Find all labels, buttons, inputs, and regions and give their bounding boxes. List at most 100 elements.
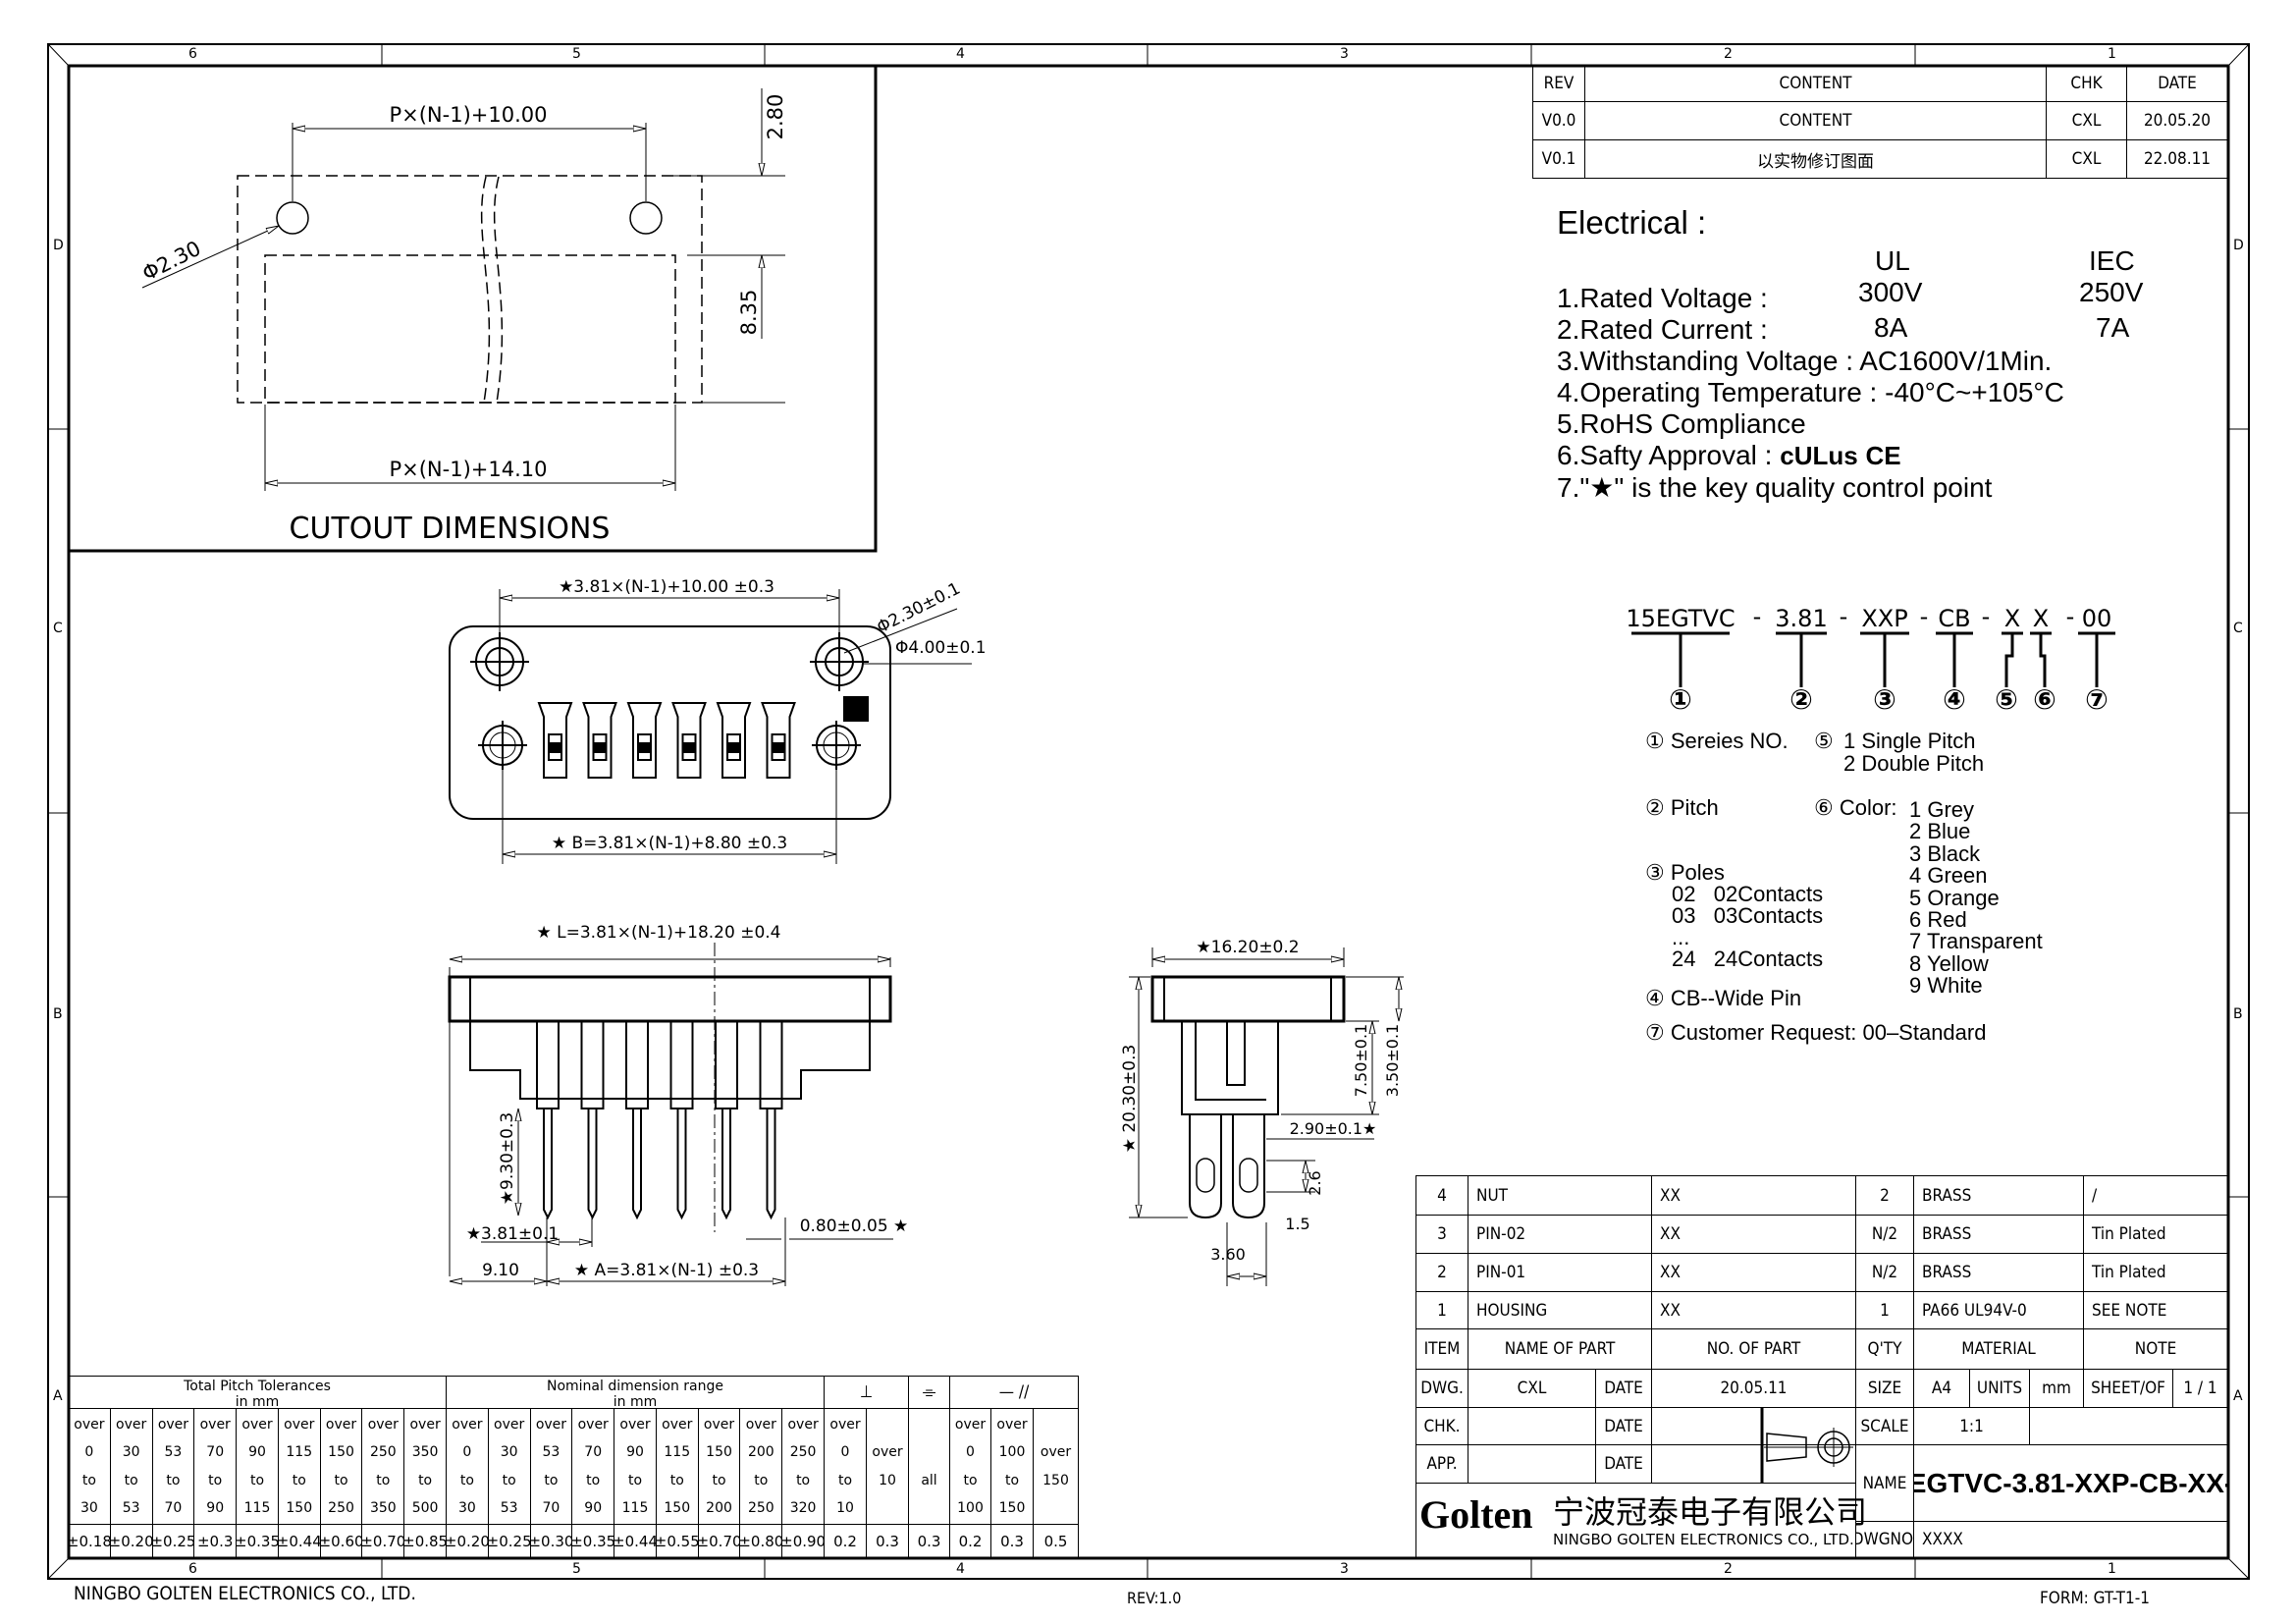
footer-rev: REV:1.0 xyxy=(1127,1589,1182,1607)
front-dim-hole-large: Φ4.00±0.1 xyxy=(895,638,987,658)
projection-symbol-icon xyxy=(1760,1408,1853,1484)
range-text: 350 xyxy=(369,1499,397,1516)
range-text: over xyxy=(996,1417,1028,1434)
legend-color-item: 7 Transparent xyxy=(1909,929,2043,954)
zone-label: B xyxy=(53,1006,63,1022)
range-text: 0 xyxy=(840,1444,850,1461)
revision-header: CONTENT xyxy=(1584,65,2047,102)
range-text: to xyxy=(166,1472,181,1488)
range-text: over xyxy=(494,1417,525,1434)
range-text: 100 xyxy=(957,1499,984,1516)
part-code-segment: CB xyxy=(1938,605,1970,632)
straightness-parallelism-symbol-icon: — // xyxy=(949,1376,1079,1409)
range-text: over xyxy=(1040,1444,1072,1461)
range-text: to xyxy=(712,1472,726,1488)
pin-dim-a: ★ A=3.81×(N-1) ±0.3 xyxy=(574,1261,759,1280)
revision-cell: CXL xyxy=(2046,101,2127,140)
zone-label: 3 xyxy=(1340,46,1349,62)
company-logo: Golten 宁波冠泰电子有限公司 NINGBO GOLTEN ELECTRON… xyxy=(1419,1488,1867,1556)
culus-mark-icon: cULus xyxy=(1780,441,1858,470)
tolerance-value: ±0.70 xyxy=(697,1524,741,1558)
legend-series: ① Sereies NO. xyxy=(1645,729,1789,753)
legend-pitch: ② Pitch xyxy=(1645,795,1719,820)
footer-form: FORM: GT-T1-1 xyxy=(2040,1589,2150,1608)
legend-poles-item: 02 02Contacts xyxy=(1672,882,1824,906)
range-text: 53 xyxy=(542,1444,561,1461)
cutout-dim-top: P×(N-1)+10.00 xyxy=(389,103,547,127)
bom-cell: 3 xyxy=(1415,1215,1468,1254)
range-text: over xyxy=(284,1417,315,1434)
range-text: 30 xyxy=(500,1444,518,1461)
part-code-segment: 15EGTVC xyxy=(1626,605,1735,632)
range-text: 0 xyxy=(966,1444,975,1461)
legend-color-item: 9 White xyxy=(1909,973,1983,999)
range-text: 53 xyxy=(164,1444,183,1461)
range-text: all xyxy=(921,1472,937,1488)
pin-dim-pin-width: 0.80±0.05 ★ xyxy=(800,1217,909,1236)
company-name-cn: 宁波冠泰电子有限公司 xyxy=(1553,1493,1868,1531)
part-code-separator: - xyxy=(1920,603,1929,630)
zone-label: B xyxy=(2233,1006,2243,1022)
range-text: to xyxy=(502,1472,516,1488)
circle-number-icon: ⑤ xyxy=(1995,683,2018,716)
range-text: 200 xyxy=(706,1499,732,1516)
legend-poles: ③ Poles xyxy=(1645,860,1725,885)
footer-company: NINGBO GOLTEN ELECTRONICS CO., LTD. xyxy=(74,1583,416,1604)
range-text: to xyxy=(837,1472,853,1488)
range-text: 70 xyxy=(584,1444,603,1461)
side-dim-width: ★16.20±0.2 xyxy=(1196,938,1299,957)
pin-housing xyxy=(580,1020,605,1109)
pin xyxy=(587,1109,598,1220)
title-app-label: APP. xyxy=(1415,1444,1468,1484)
range-text: to xyxy=(81,1472,96,1488)
safety-approval: 6.Safty Approval : cULus CE xyxy=(1557,440,1901,471)
side-dim-1-5: 1.5 xyxy=(1285,1215,1309,1233)
bom-cell: XX xyxy=(1651,1253,1856,1292)
range-text: to xyxy=(544,1472,559,1488)
cutout-title: CUTOUT DIMENSIONS xyxy=(290,512,611,546)
zone-label: 1 xyxy=(2108,1561,2116,1577)
rated-voltage-label: 1.Rated Voltage : xyxy=(1557,283,1768,313)
range-text: 115 xyxy=(664,1444,691,1461)
pitch-header-text: Total Pitch Tolerances xyxy=(184,1379,331,1394)
legend-color-item: 3 Black xyxy=(1909,840,1981,866)
bom-cell: 1 xyxy=(1415,1291,1468,1329)
legend-color-label: ⑥ Color: xyxy=(1814,795,1897,820)
legend-pitch-type-2: 2 Double Pitch xyxy=(1843,751,1985,776)
part-code-segment: 00 xyxy=(2082,605,2112,632)
range-text: 30 xyxy=(457,1499,476,1516)
title-name-value: 15EGTVC-3.81-XXP-CB-XX-00 xyxy=(1913,1444,2228,1522)
company-name-en: NINGBO GOLTEN ELECTRONICS CO., LTD. xyxy=(1553,1531,1854,1548)
legend-poles-item: 03 03Contacts xyxy=(1672,903,1824,928)
tolerance-value: 0.2 xyxy=(949,1524,991,1558)
title-units-value: mm xyxy=(2029,1369,2084,1408)
title-blank xyxy=(1651,1444,1856,1484)
bom-cell: NUT xyxy=(1468,1175,1652,1216)
legend-cb: ④ CB--Wide Pin xyxy=(1645,986,1802,1010)
range-text: over xyxy=(662,1417,693,1434)
tolerance-value: ±0.25 xyxy=(487,1524,531,1558)
title-blank xyxy=(1468,1407,1596,1445)
pin-housing xyxy=(536,1020,560,1109)
pin xyxy=(632,1109,642,1220)
pin xyxy=(766,1109,776,1220)
front-dim-hole-small: Φ2.30±0.1 xyxy=(874,579,964,638)
revision-cell: V0.1 xyxy=(1532,139,1585,179)
rated-voltage-ul: 300V xyxy=(1858,277,1923,307)
zone-label: 4 xyxy=(956,46,965,62)
bom-cell: Tin Plated xyxy=(2083,1215,2228,1254)
legend-poles-item: ... xyxy=(1672,925,1690,949)
side-dim-height: ★ 20.30±0.3 xyxy=(1120,1045,1140,1154)
range-text: 150 xyxy=(1042,1472,1069,1488)
bom-cell: SEE NOTE xyxy=(2083,1291,2228,1329)
bom-cell: PIN-01 xyxy=(1468,1253,1652,1292)
range-text: to xyxy=(124,1472,138,1488)
